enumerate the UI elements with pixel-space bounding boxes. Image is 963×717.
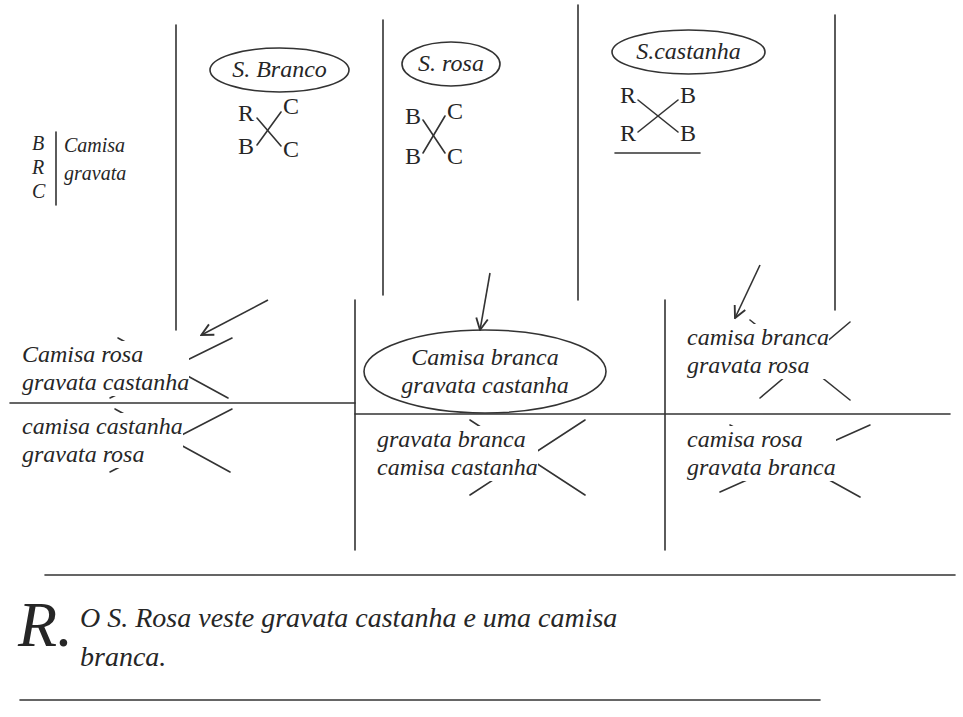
table-line xyxy=(354,300,356,550)
table-line xyxy=(355,413,950,415)
cell-text: camisa rosa xyxy=(687,426,836,454)
person-header: S. rosa xyxy=(400,40,502,88)
key-word: gravata xyxy=(64,162,126,185)
header-text: S.castanha xyxy=(636,38,741,66)
table-line xyxy=(664,300,666,550)
cell-text: gravata rosa xyxy=(687,352,829,380)
cell-text: gravata castanha xyxy=(401,372,568,400)
match-letter: R xyxy=(620,120,636,148)
arrow-connector xyxy=(201,300,268,335)
match-letter: R xyxy=(238,100,254,128)
option-cell: Camisa rosagravata castanha xyxy=(10,335,201,400)
match-line xyxy=(638,100,678,132)
match-letter: C xyxy=(447,98,463,126)
cell-text: gravata branca xyxy=(687,454,836,482)
match-letter: C xyxy=(283,93,299,121)
person-header: S.castanha xyxy=(610,28,767,76)
cell-text: Camisa rosa xyxy=(22,341,189,369)
answer-oval: Camisa brancagravata castanha xyxy=(362,328,608,415)
match-letter: B xyxy=(680,82,696,110)
match-letter: C xyxy=(447,143,463,171)
match-letter: B xyxy=(238,133,254,161)
oval-outline xyxy=(402,42,500,86)
match-line xyxy=(257,112,281,145)
oval-outline xyxy=(210,48,349,92)
key-word: Camisa xyxy=(64,134,125,157)
underline xyxy=(615,152,700,154)
key-bar xyxy=(55,132,57,205)
cell-text: camisa branca xyxy=(687,324,829,352)
match-line xyxy=(423,116,445,153)
oval-outline xyxy=(364,330,606,413)
match-letter: R xyxy=(620,82,636,110)
header-text: S. rosa xyxy=(418,50,484,78)
match-letter: B xyxy=(680,120,696,148)
cell-text: Camisa branca xyxy=(411,344,558,372)
cell-text: gravata branca xyxy=(377,426,538,454)
option-column: RR BB S.castanha xyxy=(580,20,832,265)
option-column: RB CC S. Branco xyxy=(178,28,378,300)
option-column: BBCC S. rosa xyxy=(385,28,575,273)
match-line xyxy=(257,118,281,146)
key-letter: C xyxy=(32,180,45,203)
match-line xyxy=(638,100,678,132)
option-cell: camisa castanhagravata rosa xyxy=(10,407,195,472)
cell-text: camisa castanha xyxy=(22,413,183,441)
arrow-connector xyxy=(480,273,490,330)
answer-mark: R. xyxy=(18,588,73,662)
table-line xyxy=(10,402,355,404)
column-divider xyxy=(834,15,836,310)
option-cell: camisa brancagravata rosa xyxy=(675,318,841,383)
match-letter: C xyxy=(283,136,299,164)
oval-outline xyxy=(612,30,765,74)
option-cell: gravata brancacamisa castanha xyxy=(365,420,550,485)
cell-text: gravata rosa xyxy=(22,441,183,469)
underline xyxy=(20,699,820,701)
match-letter: B xyxy=(405,103,421,131)
column-divider xyxy=(382,20,384,295)
header-text: S. Branco xyxy=(232,56,327,84)
match-letter: B xyxy=(405,143,421,171)
cell-text: camisa castanha xyxy=(377,454,538,482)
column-divider xyxy=(577,5,579,300)
answer-text: O S. Rosa veste gravata castanha e uma c… xyxy=(80,598,620,676)
key-letter: R xyxy=(32,156,44,179)
arrow-connector xyxy=(735,265,760,318)
option-cell: camisa rosagravata branca xyxy=(675,420,848,485)
column-divider xyxy=(175,25,177,330)
key-letter: B xyxy=(32,132,44,155)
table-line xyxy=(45,574,955,576)
person-header: S. Branco xyxy=(208,46,351,94)
cell-text: gravata castanha xyxy=(22,369,189,397)
